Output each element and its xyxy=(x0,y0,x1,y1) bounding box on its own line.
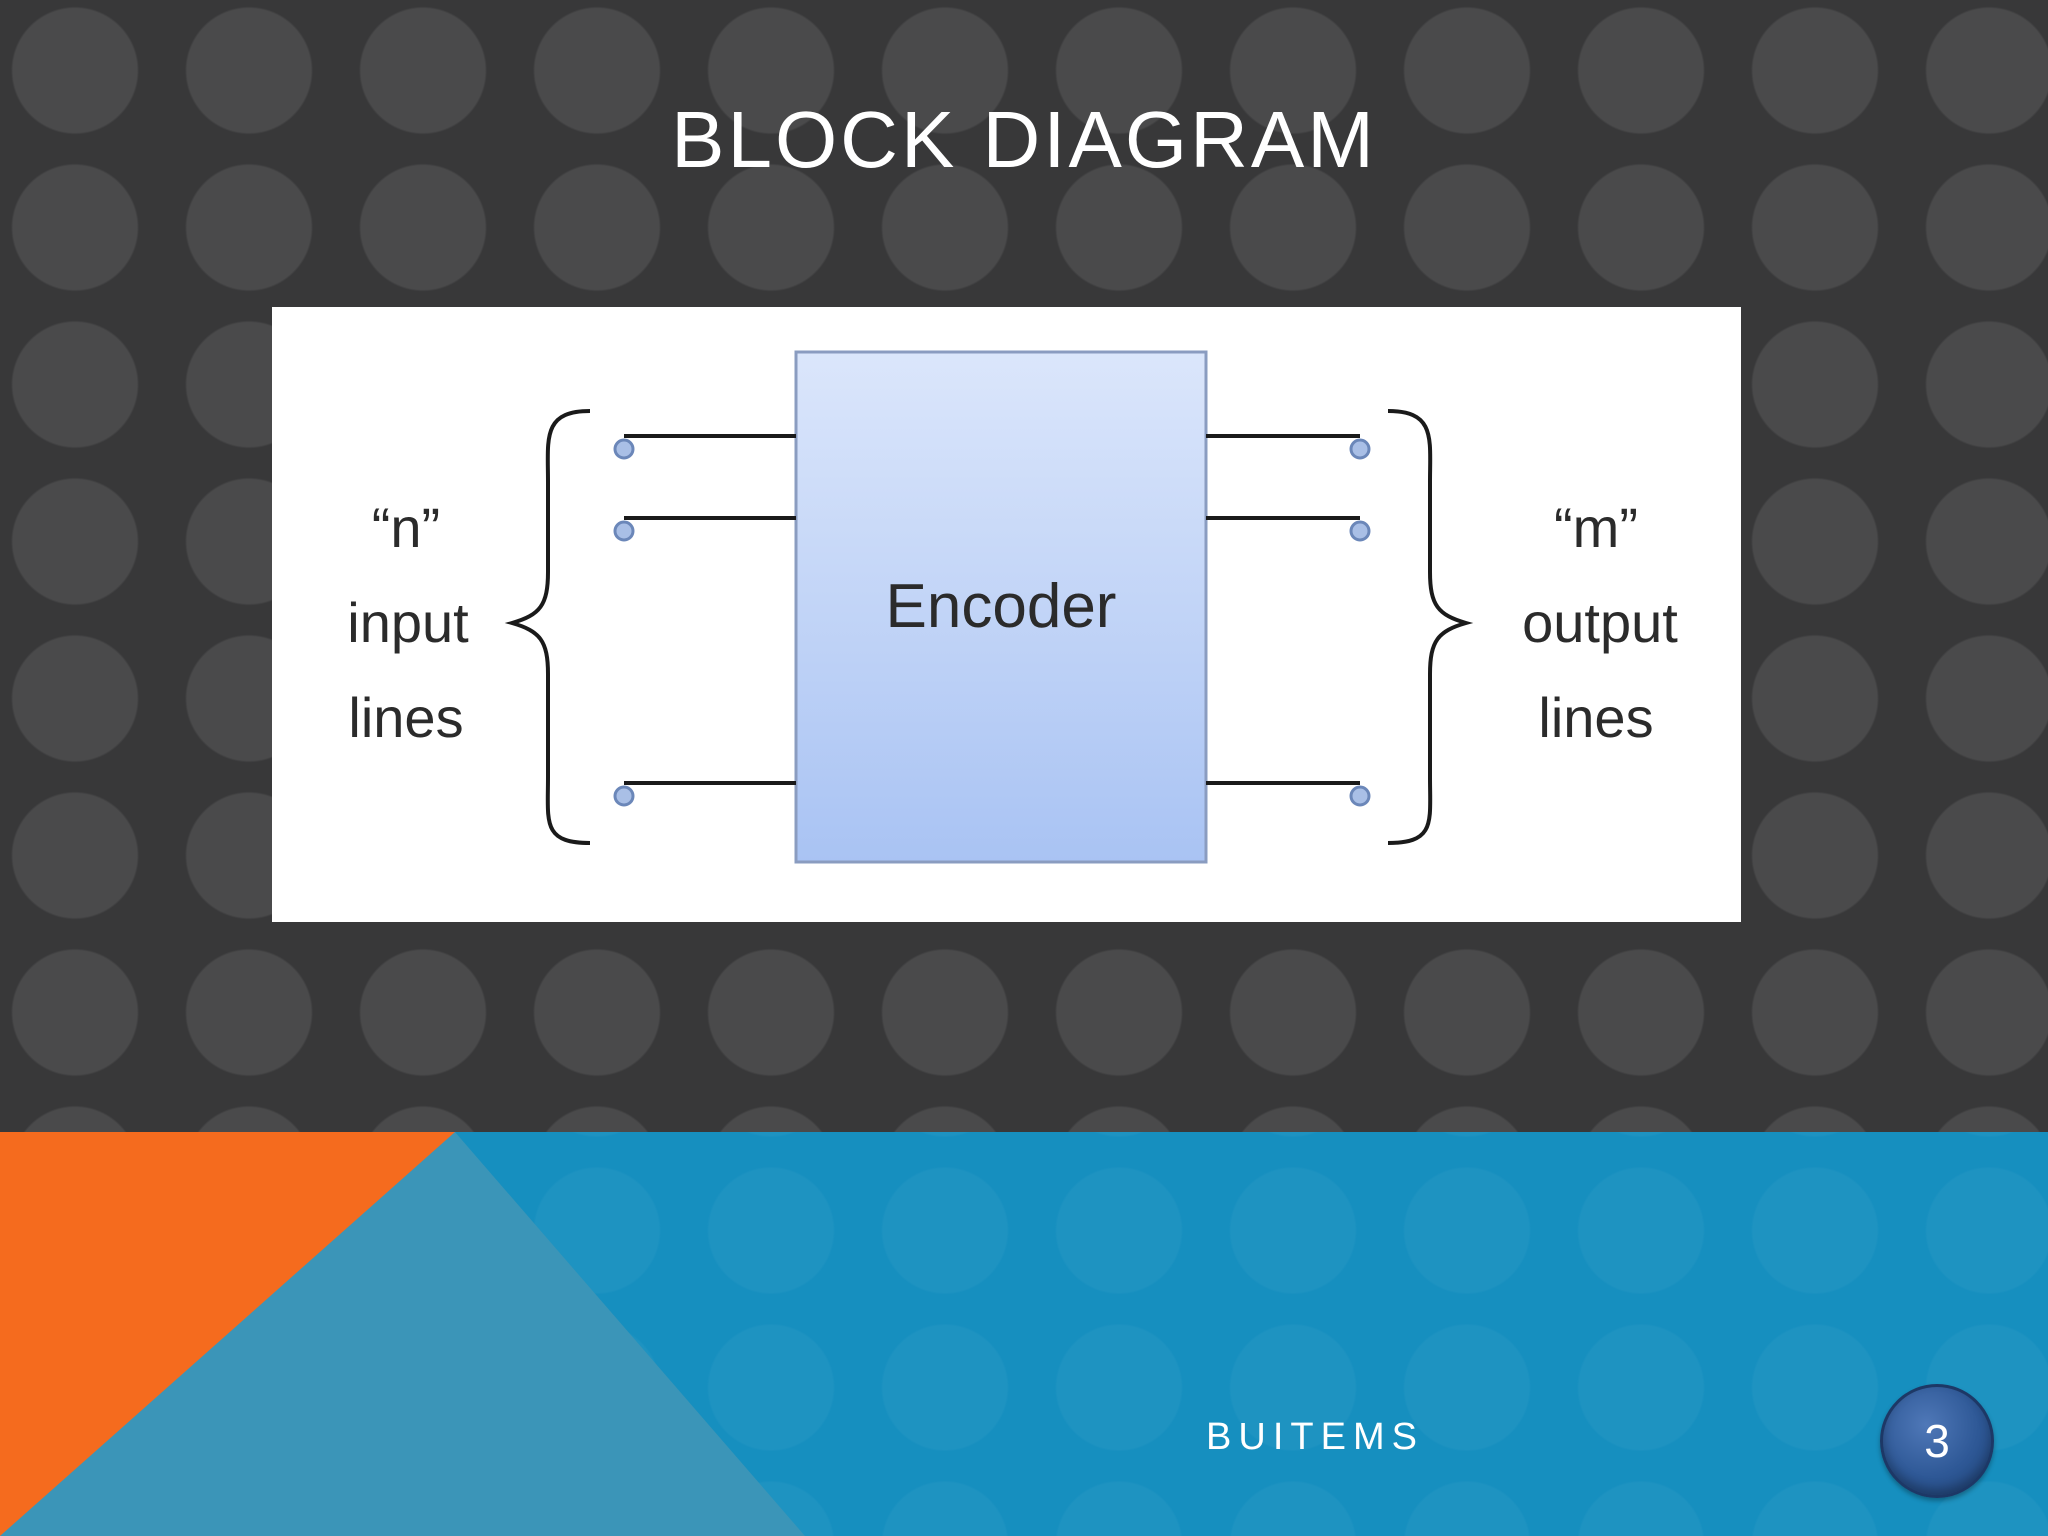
output-terminal xyxy=(1349,785,1371,807)
input-label-n: “n” xyxy=(372,496,440,559)
encoder-block xyxy=(794,350,1208,864)
block-diagram-image: Encoder xyxy=(272,307,1741,922)
slide-title: BLOCK DIAGRAM xyxy=(671,95,1377,184)
right-brace xyxy=(1387,409,1474,845)
output-label: “m” output lines xyxy=(1522,496,1678,749)
input-label-lines: lines xyxy=(348,686,463,749)
output-label-output: output xyxy=(1522,591,1678,654)
output-terminal xyxy=(1349,520,1371,542)
footer-text: BUITEMS xyxy=(1206,1416,1424,1458)
input-label: “n” input lines xyxy=(347,496,469,749)
output-label-lines: lines xyxy=(1538,686,1653,749)
input-label-input: input xyxy=(347,591,469,654)
input-terminal xyxy=(613,520,635,542)
input-terminal xyxy=(613,785,635,807)
encoder-diagram: Encoder xyxy=(347,350,1678,864)
corner-triangles xyxy=(0,1132,805,1536)
encoder-label: Encoder xyxy=(886,572,1117,641)
output-label-m: “m” xyxy=(1554,496,1638,559)
output-lines xyxy=(1206,434,1371,807)
left-brace xyxy=(504,409,591,845)
output-terminal xyxy=(1349,438,1371,460)
orange-triangle xyxy=(0,1132,455,1536)
input-lines xyxy=(613,434,796,807)
page-number-badge: 3 xyxy=(1880,1384,1994,1498)
input-terminal xyxy=(613,438,635,460)
